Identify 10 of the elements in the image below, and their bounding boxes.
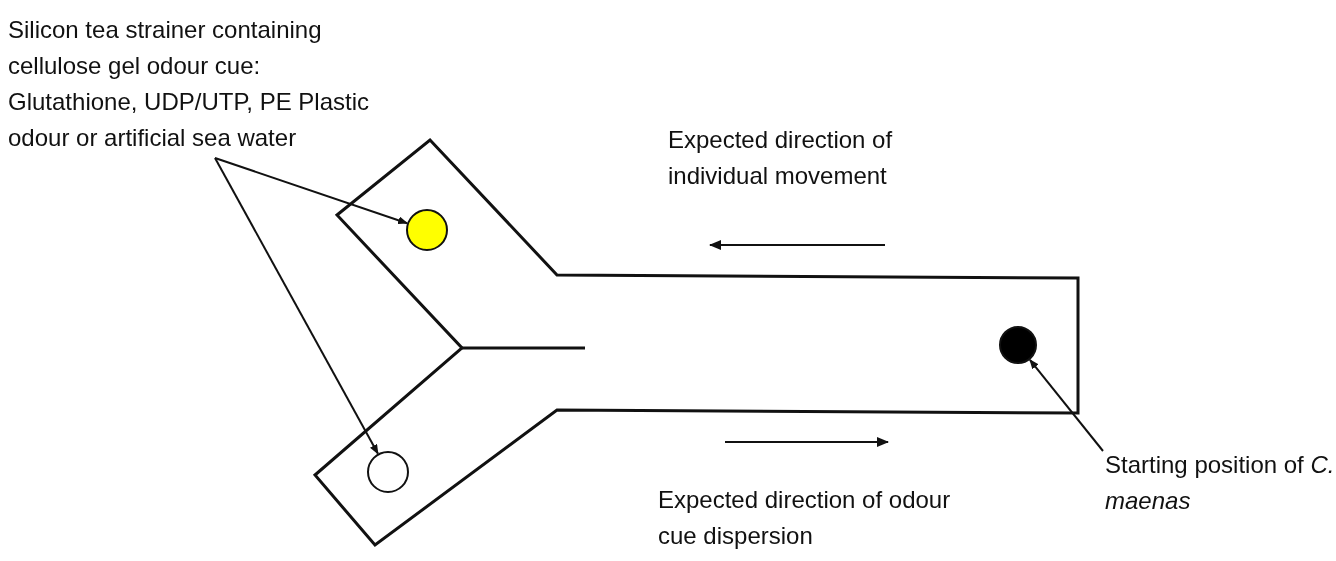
circle-marker (366, 450, 410, 494)
annotation-text: Expected direction of individual movement (668, 125, 894, 191)
circle-marker (998, 325, 1038, 365)
callout-text: Starting position of C. maenas (1105, 447, 1335, 519)
annotation-text: Expected direction of odour cue dispersion (658, 485, 952, 551)
circle-marker (405, 208, 449, 252)
callout-text: Silicon tea strainer containing cellulose gel odour cue: Glutathione, UDP/UTP, PE Plastic odour or artificial sea water (8, 12, 388, 156)
leader-line (214, 157, 379, 455)
leader-line (1028, 358, 1104, 452)
leader-line (214, 157, 409, 225)
